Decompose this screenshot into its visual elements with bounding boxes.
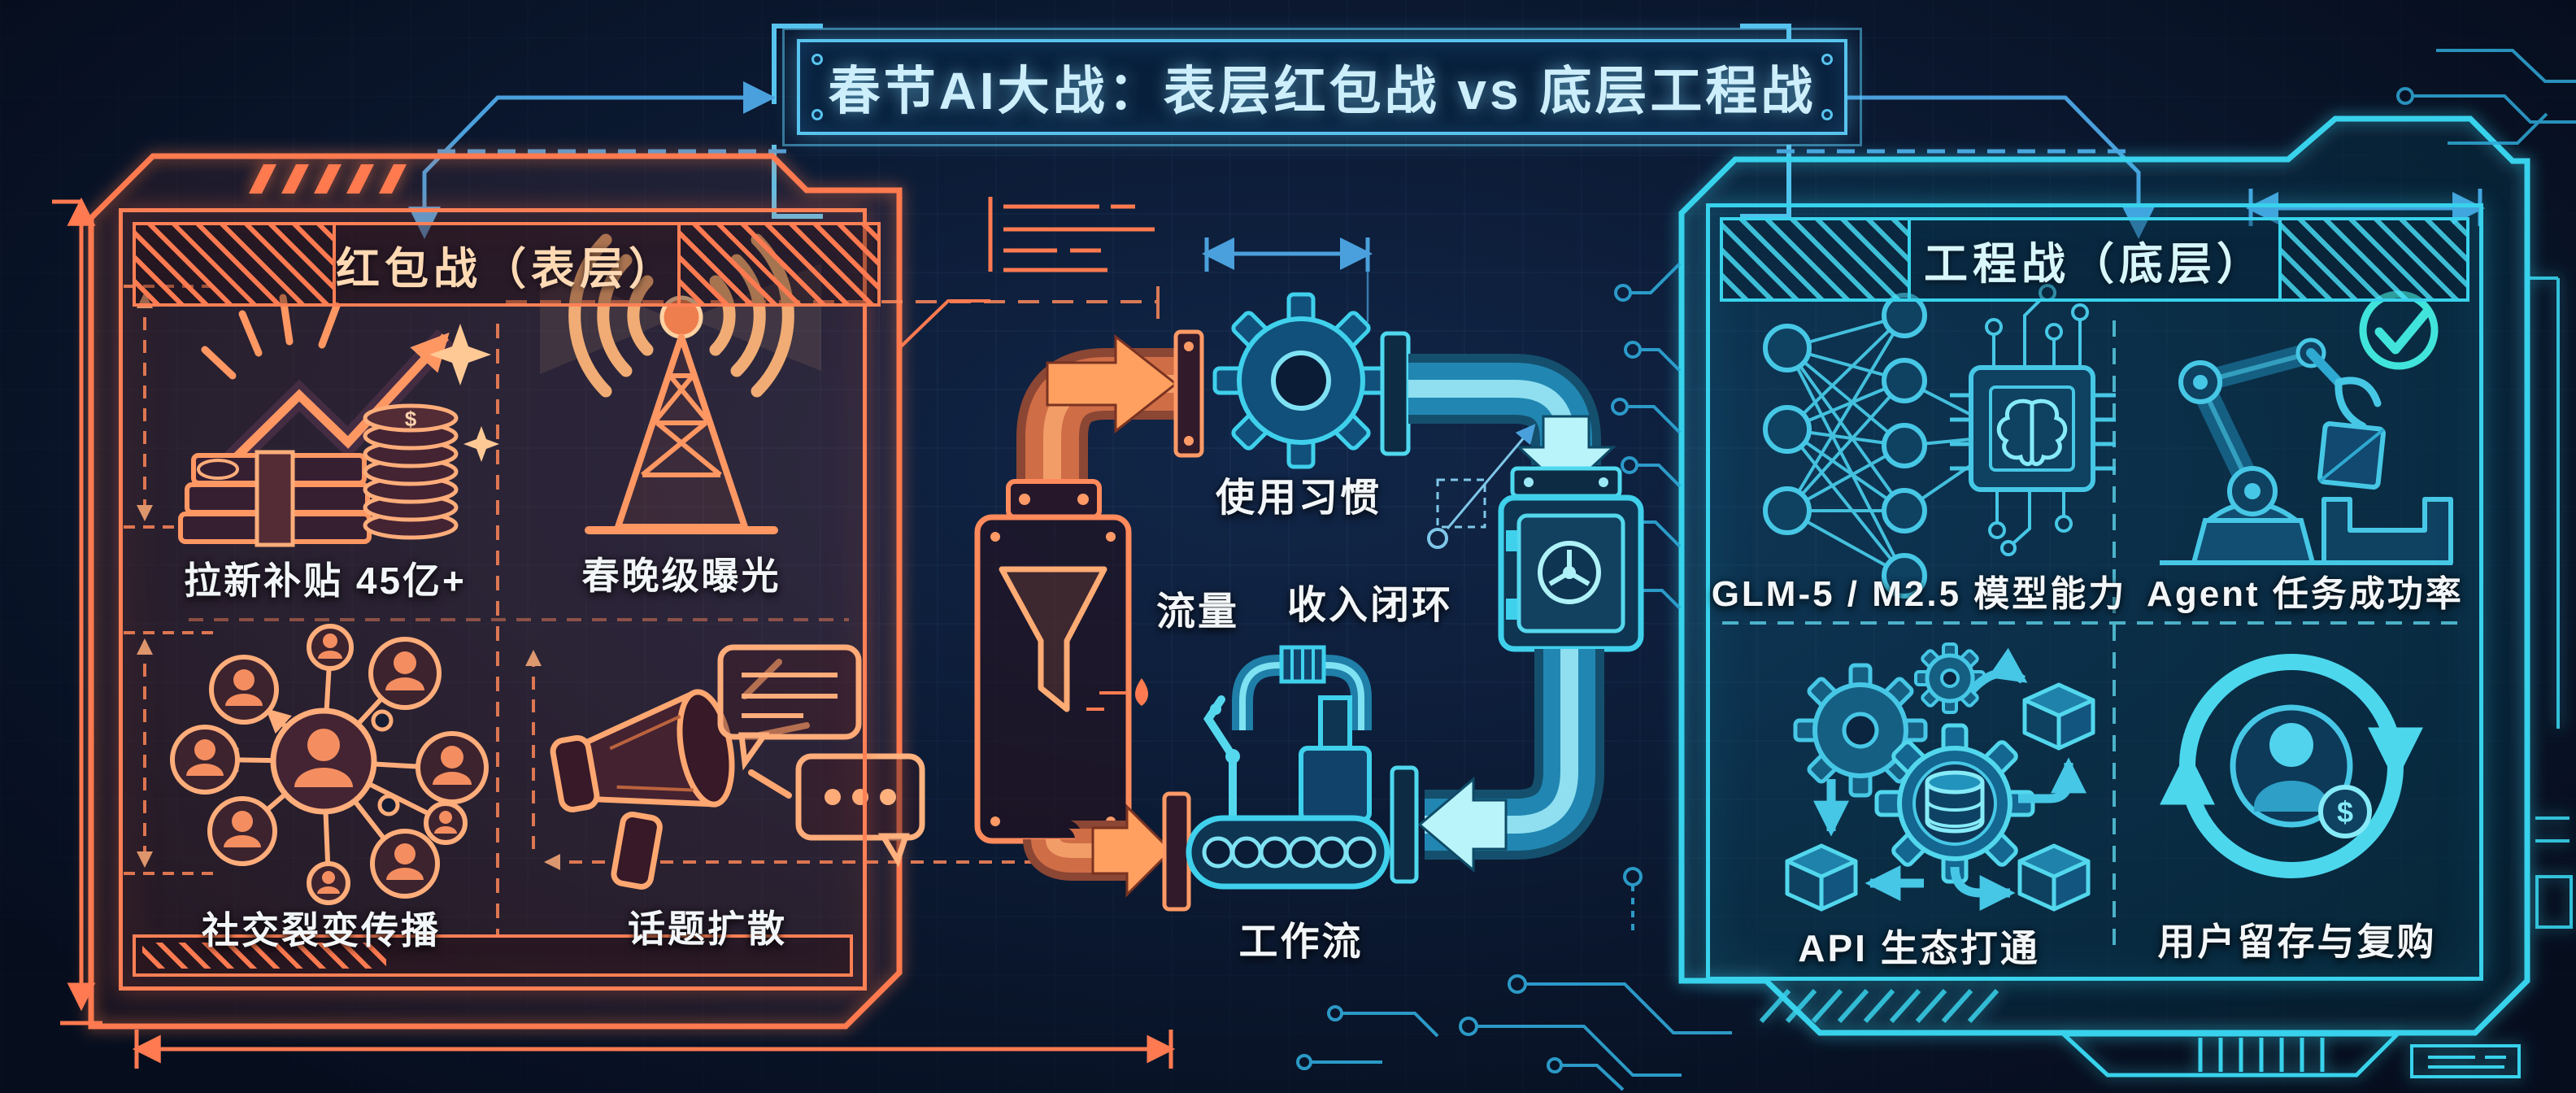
- user-node: [368, 637, 442, 710]
- api-gears-icon: [1785, 642, 2095, 912]
- label-retention: 用户留存与复购: [2157, 921, 2437, 963]
- vault-icon: [1498, 494, 1644, 652]
- circuit-traces-title-right: [2396, 49, 2576, 145]
- right-panel-header: 工程战（底层）: [1720, 217, 2469, 302]
- user-node: [209, 655, 279, 725]
- circuit-traces-bottom: [1296, 867, 1732, 1091]
- coin-dollar-glyph: $: [405, 407, 417, 431]
- hatch-decoration: [133, 222, 336, 307]
- user-node: [270, 708, 377, 815]
- label-habit: 使用习惯: [1215, 477, 1382, 520]
- funnel-icon: [974, 479, 1132, 844]
- user-node: [307, 861, 350, 905]
- speech-bubble-lines-icon: [717, 644, 862, 771]
- user-node: [170, 725, 240, 795]
- bottom-tab-lines: [2410, 1044, 2521, 1078]
- database-gear: [1874, 723, 2035, 884]
- label-agent: Agent 任务成功率: [2147, 574, 2464, 614]
- label-subsidy: 拉新补贴 45亿+: [184, 560, 467, 602]
- measure-middle-blue: [1202, 237, 1373, 322]
- label-exposure: 春晚级曝光: [581, 555, 781, 597]
- pipe-habit-to-revenue: [1380, 331, 1622, 499]
- title-outer-border: [782, 28, 1862, 146]
- user-node: [370, 829, 440, 899]
- megaphone-icon: [550, 644, 925, 890]
- left-panel-footer-bar: [133, 934, 853, 977]
- hatch-decoration: [1720, 217, 1911, 302]
- bottom-tab-bars: [2058, 1032, 2403, 1078]
- pipe-traffic-to-habit: [1016, 329, 1204, 488]
- page-title: 春节AI大战：表层红包战 vs 底层工程战: [828, 62, 1817, 120]
- user-node: [424, 801, 468, 845]
- user-node: [207, 796, 277, 866]
- svg-text:$: $: [2337, 795, 2353, 829]
- viral-network-icon: [170, 624, 489, 905]
- rivet-icon: [812, 109, 823, 120]
- pipe-flange: [1173, 329, 1204, 458]
- label-api: API 生态打通: [1798, 927, 2040, 969]
- rivet-icon: [1821, 54, 1833, 65]
- brain-icon: [1996, 398, 2068, 466]
- label-revenue: 收入闭环: [1286, 584, 1453, 627]
- measure-left-vertical: [52, 197, 102, 1026]
- title-banner: 春节AI大战：表层红包战 vs 底层工程战: [797, 39, 1847, 135]
- assembly-line-icon: [1186, 645, 1390, 890]
- hatch-decoration: [142, 943, 386, 969]
- cube-icon: [2017, 843, 2091, 912]
- label-topic: 话题扩散: [628, 908, 787, 950]
- hatch-decoration: [2278, 217, 2469, 302]
- label-viral: 社交裂变传播: [202, 909, 441, 951]
- money-growth-icon: $: [178, 294, 499, 547]
- label-workflow: 工作流: [1238, 921, 1364, 964]
- right-panel-dashed-guides: [1722, 320, 2467, 948]
- flow-arrow-left-icon: [1417, 776, 1508, 873]
- speech-bubble-dots-icon: [795, 753, 925, 868]
- pipe-funnel-to-workflow: [1023, 791, 1191, 912]
- right-panel-title: 工程战（底层）: [1911, 217, 2278, 302]
- left-panel-frame: [88, 153, 903, 1030]
- pipe-flange: [1390, 765, 1419, 884]
- rivet-icon: [812, 54, 823, 65]
- retention-loop-icon: $: [2160, 654, 2423, 878]
- sparkle-icon: [429, 324, 491, 385]
- right-panel: 工程战（底层）: [1706, 203, 2483, 981]
- left-panel-header: 红包战（表层）: [133, 222, 881, 307]
- drip-icon: [1086, 678, 1148, 711]
- label-model: GLM-5 / M2.5 模型能力: [1711, 574, 2127, 614]
- robot-arm-icon: [2160, 290, 2453, 565]
- database-icon: [1925, 770, 1985, 834]
- cube-icon: [1785, 843, 1858, 912]
- cube-icon: [2022, 682, 2095, 751]
- label-traffic: 流量: [1155, 590, 1239, 634]
- small-gear: [1914, 642, 1986, 714]
- left-panel-title: 红包战（表层）: [336, 222, 677, 307]
- ruler-marks-right: [2529, 277, 2573, 929]
- user-node: [416, 731, 489, 804]
- flow-arrow-right-icon: [1046, 333, 1178, 434]
- flow-arrow-right-icon: [1091, 803, 1173, 898]
- dollar-coin-icon: $: [2318, 785, 2372, 838]
- medium-gear: [1793, 663, 1928, 798]
- left-panel: 红包战（表层）: [119, 208, 881, 991]
- pipe-flange: [1162, 791, 1191, 912]
- gear-icon: [1212, 292, 1390, 469]
- pipe-revenue-to-workflow: [1390, 649, 1604, 884]
- hatch-strip-icon: [1759, 988, 1999, 1024]
- vault-annotation: [1427, 424, 1536, 549]
- pipe-flange: [1380, 331, 1411, 456]
- orange-tick-group: [898, 197, 1155, 350]
- user-node: [307, 624, 354, 671]
- measure-bottom-horizontal: [132, 1030, 1176, 1069]
- sparkle-icon: [463, 426, 499, 462]
- neural-chip-icon: [1765, 285, 2116, 599]
- hatch-decoration: [677, 222, 881, 307]
- rivet-icon: [1821, 109, 1833, 120]
- vent-slashes-icon: [249, 164, 407, 194]
